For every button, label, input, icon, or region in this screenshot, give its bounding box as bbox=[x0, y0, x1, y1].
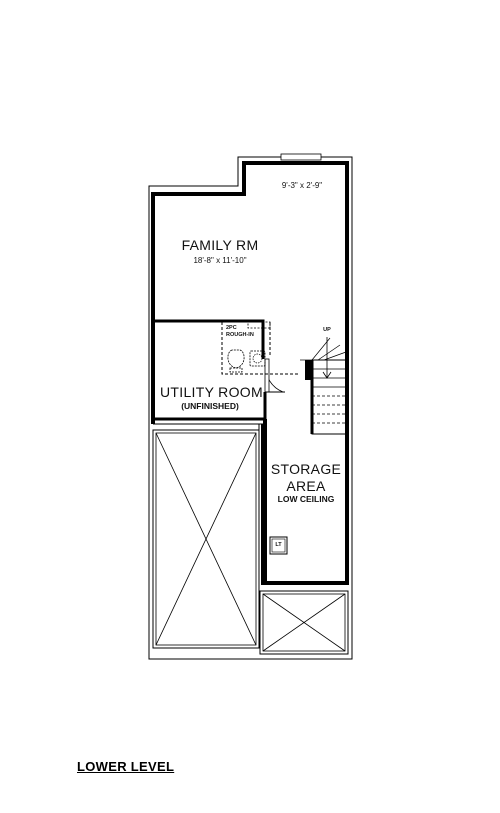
laundry-tub-box bbox=[269, 536, 288, 555]
family-room-dimensions: 18'-8" x 11'-10" bbox=[193, 256, 247, 265]
stair-up-label: UP bbox=[323, 327, 331, 333]
utility-room-note: (UNFINISHED) bbox=[181, 401, 239, 411]
cold-room-open-below bbox=[259, 590, 349, 655]
bath-rough-in-label-line2: ROUGH-IN bbox=[226, 332, 254, 338]
utility-wall bbox=[153, 319, 265, 359]
utility-room-label: UTILITY ROOM bbox=[160, 384, 263, 400]
window bbox=[280, 153, 322, 161]
garage-open-below bbox=[152, 423, 263, 649]
bath-vanity bbox=[247, 321, 271, 329]
sink-basin bbox=[252, 353, 263, 364]
family-room-label: FAMILY RM bbox=[181, 237, 259, 253]
laundry-tub-inner bbox=[271, 538, 286, 553]
nook-dimensions: 9'-3" x 2'-9" bbox=[281, 181, 323, 190]
sink-icon bbox=[249, 350, 266, 367]
laundry-tub-label: LT bbox=[275, 542, 282, 548]
toilet-icon bbox=[227, 349, 245, 373]
exterior-wall bbox=[151, 161, 349, 585]
utility-door bbox=[264, 358, 270, 393]
storage-area-label-line1: STORAGE bbox=[270, 461, 342, 477]
level-title: LOWER LEVEL bbox=[77, 759, 175, 774]
storage-area-note: LOW CEILING bbox=[277, 494, 335, 504]
storage-area-label-line2: AREA bbox=[286, 478, 326, 494]
bath-rough-in-label-line1: 2PC bbox=[226, 325, 237, 331]
outer-envelope-line bbox=[148, 156, 353, 660]
staircase bbox=[300, 337, 347, 435]
